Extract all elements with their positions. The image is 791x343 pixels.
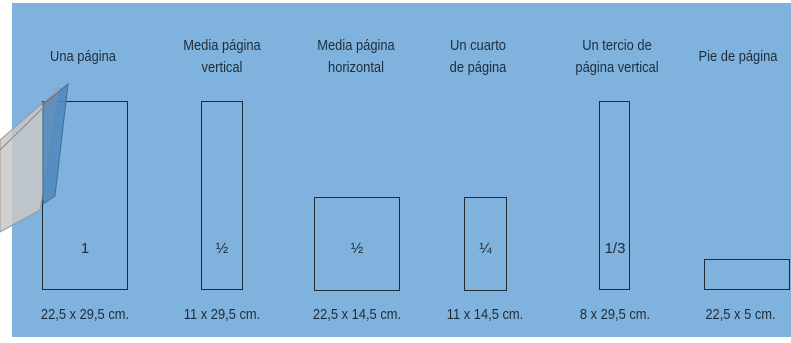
half-vertical-fraction: ½	[215, 240, 229, 257]
diagram-panel	[12, 3, 791, 337]
format-title-footer: Pie de página	[698, 48, 778, 65]
format-title-full-page: Una página	[49, 48, 116, 65]
format-title-half-horizontal: Media página horizontal	[317, 37, 395, 76]
footer-box	[704, 259, 790, 290]
half-horizontal-size: 22,5 x 14,5 cm.	[312, 306, 402, 323]
half-vertical-size: 11 x 29,5 cm.	[183, 306, 261, 323]
third-vertical-fraction: 1/3	[604, 240, 626, 257]
full-page-box	[42, 101, 128, 290]
quarter-page-fraction: ¼	[479, 240, 492, 257]
half-horizontal-box	[314, 197, 400, 291]
third-vertical-box	[599, 101, 630, 290]
third-vertical-size: 8 x 29,5 cm.	[579, 306, 651, 323]
full-page-fraction: 1	[80, 240, 90, 257]
full-page-size: 22,5 x 29,5 cm.	[40, 306, 130, 323]
half-horizontal-fraction: ½	[350, 240, 364, 257]
half-vertical-box	[201, 101, 243, 290]
quarter-page-size: 11 x 14,5 cm.	[446, 306, 524, 323]
footer-size: 22,5 x 5 cm.	[705, 306, 776, 323]
format-title-third-vertical: Un tercio de página vertical	[575, 37, 659, 76]
format-title-quarter-page: Un cuarto de página	[449, 37, 507, 76]
quarter-page-box	[464, 197, 507, 291]
format-title-half-vertical: Media página vertical	[183, 37, 261, 76]
